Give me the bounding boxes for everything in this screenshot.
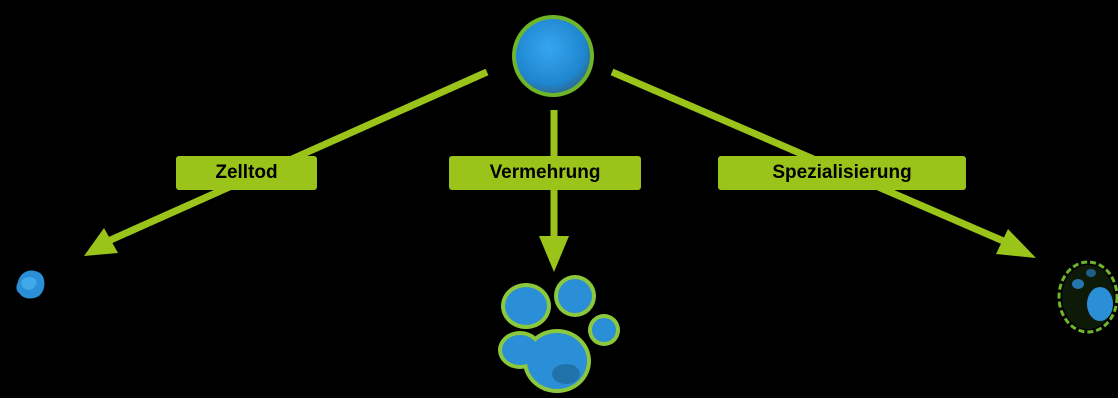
specialized-cell xyxy=(1059,262,1117,332)
cell-cluster xyxy=(498,275,620,393)
label-cell-death: Zelltod xyxy=(176,156,317,190)
stem-cell xyxy=(512,15,594,97)
dying-cell xyxy=(16,270,44,298)
label-differentiation: Spezialisierung xyxy=(718,156,966,190)
label-proliferation: Vermehrung xyxy=(449,156,641,190)
arrow-to-proliferation xyxy=(539,110,569,272)
